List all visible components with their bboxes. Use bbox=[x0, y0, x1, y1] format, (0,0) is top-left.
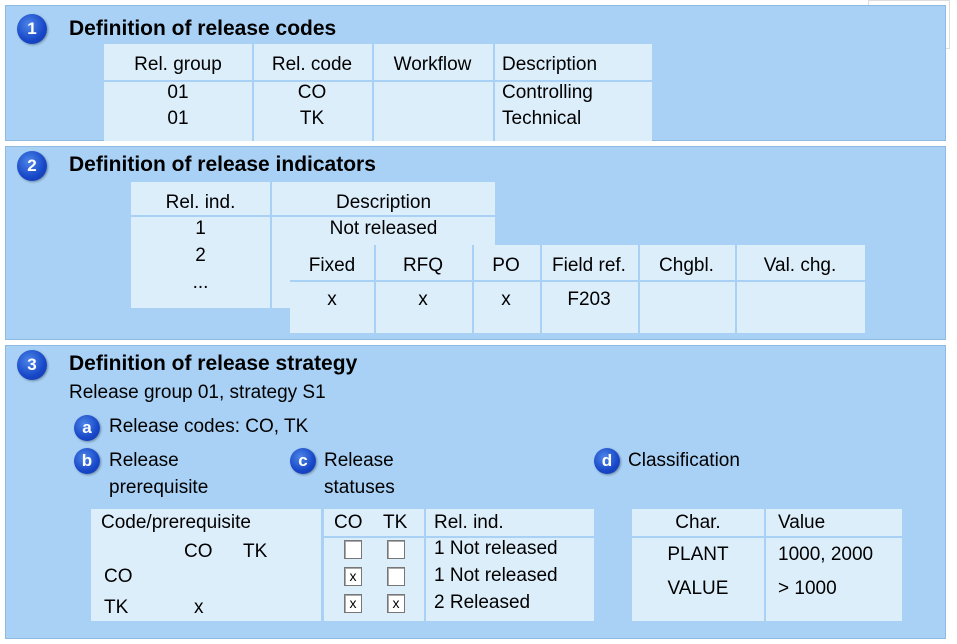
status-label: 2 Released bbox=[434, 592, 531, 613]
cell-description: Technical bbox=[502, 108, 582, 129]
col-rel-ind: Rel. ind. bbox=[165, 192, 236, 213]
cell-group: 01 bbox=[167, 108, 189, 129]
status-col-rel-ind: Rel. ind. bbox=[434, 512, 504, 533]
prereq-row-co: CO bbox=[104, 566, 133, 587]
ind-description: Not released bbox=[329, 218, 438, 239]
step-1-badge: 1 bbox=[17, 14, 47, 44]
col-rfq: RFQ bbox=[402, 255, 444, 276]
col-po: PO bbox=[492, 255, 520, 276]
cell-group: 01 bbox=[167, 82, 189, 103]
statuses-label-1: Release bbox=[324, 450, 394, 471]
status-label: 1 Not released bbox=[434, 538, 558, 559]
class-value: 1000, 2000 bbox=[778, 544, 874, 565]
section-release-strategy: 3 Definition of release strategy Release… bbox=[5, 345, 946, 639]
prereq-mark: x bbox=[194, 597, 204, 618]
col-field-ref: Field ref. bbox=[552, 255, 626, 276]
step-2-badge: 2 bbox=[17, 151, 47, 181]
class-value: > 1000 bbox=[778, 578, 837, 599]
cell-code: TK bbox=[299, 108, 325, 129]
strategy-subtitle: Release group 01, strategy S1 bbox=[69, 382, 326, 403]
cell-description: Controlling bbox=[502, 82, 593, 103]
col-description: Description bbox=[502, 54, 598, 75]
class-char: VALUE bbox=[667, 578, 729, 599]
status-label: 1 Not released bbox=[434, 565, 558, 586]
prereq-col-tk: TK bbox=[243, 541, 268, 562]
prereq-col-co: CO bbox=[184, 541, 213, 562]
class-col-char: Char. bbox=[675, 512, 721, 533]
status-checkbox-co[interactable]: x bbox=[344, 567, 362, 586]
step-b-badge: b bbox=[74, 448, 100, 474]
section-release-codes: 1 Definition of release codes Rel. group… bbox=[5, 5, 946, 141]
step-3-badge: 3 bbox=[17, 350, 47, 380]
col-workflow: Workflow bbox=[393, 54, 472, 75]
statuses-table bbox=[324, 509, 594, 621]
status-checkbox-tk[interactable] bbox=[387, 567, 405, 586]
indicator-detail-table bbox=[290, 245, 865, 333]
prereq-header: Code/prerequisite bbox=[101, 512, 251, 533]
cell-code: CO bbox=[297, 82, 327, 103]
prerequisite-table bbox=[91, 509, 321, 621]
classification-table bbox=[632, 509, 902, 621]
prereq-label-1: Release bbox=[109, 450, 179, 471]
section-3-title: Definition of release strategy bbox=[69, 352, 358, 375]
class-col-value: Value bbox=[778, 512, 826, 533]
status-checkbox-co[interactable]: x bbox=[344, 594, 362, 613]
class-char: PLANT bbox=[667, 544, 729, 565]
col-rel-group: Rel. group bbox=[134, 54, 222, 75]
col-fixed: Fixed bbox=[308, 255, 356, 276]
status-col-tk: TK bbox=[383, 512, 408, 533]
col-val-chg: Val. chg. bbox=[763, 255, 837, 276]
status-checkbox-co[interactable] bbox=[344, 540, 362, 559]
status-checkbox-tk[interactable]: x bbox=[387, 594, 405, 613]
classification-label: Classification bbox=[628, 450, 740, 471]
ind-value: 2 bbox=[195, 245, 206, 266]
status-col-co: CO bbox=[334, 512, 363, 533]
step-a-badge: a bbox=[74, 415, 100, 441]
section-release-indicators: 2 Definition of release indicators Rel. … bbox=[5, 146, 946, 340]
section-2-title: Definition of release indicators bbox=[69, 153, 376, 176]
release-codes-table bbox=[104, 44, 652, 141]
val-rfq: x bbox=[418, 289, 428, 310]
ind-value: ... bbox=[192, 272, 209, 293]
prereq-label-2: prerequisite bbox=[109, 477, 209, 498]
prereq-row-tk: TK bbox=[104, 597, 129, 618]
release-codes-label: Release codes: CO, TK bbox=[109, 416, 309, 437]
col-ind-description: Description bbox=[335, 192, 432, 213]
statuses-label-2: statuses bbox=[324, 477, 395, 498]
val-fixed: x bbox=[327, 289, 337, 310]
ind-value: 1 bbox=[195, 218, 206, 239]
val-po: x bbox=[501, 289, 511, 310]
col-rel-code: Rel. code bbox=[271, 54, 353, 75]
step-c-badge: c bbox=[290, 448, 316, 474]
section-1-title: Definition of release codes bbox=[69, 17, 337, 40]
status-checkbox-tk[interactable] bbox=[387, 540, 405, 559]
col-chgbl: Chgbl. bbox=[659, 255, 714, 276]
step-d-badge: d bbox=[594, 448, 620, 474]
val-field-ref: F203 bbox=[567, 289, 611, 310]
